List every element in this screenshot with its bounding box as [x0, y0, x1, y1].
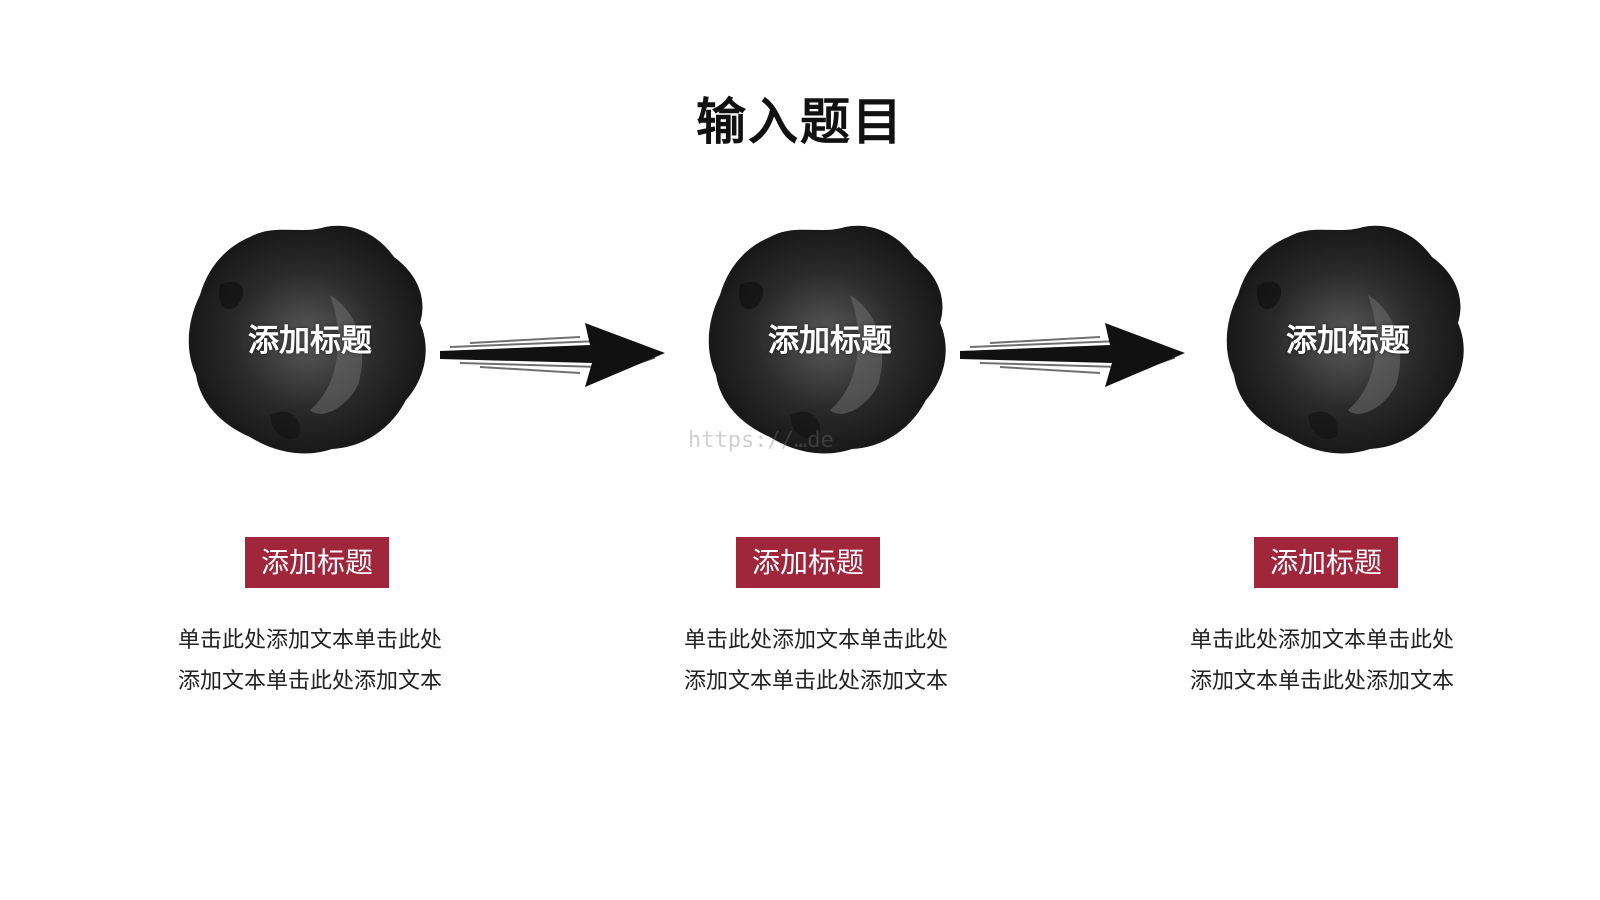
step-tag: 添加标题: [1254, 537, 1399, 588]
circle-title: 添加标题: [768, 323, 892, 359]
ink-blot-icon: [1218, 215, 1478, 465]
ink-blot-icon: [700, 215, 960, 465]
step-description: 单击此处添加文本单击此处 添加文本单击此处添加文本: [684, 620, 1004, 702]
desc-line: 单击此处添加文本单击此处: [684, 628, 949, 653]
circle-title: 添加标题: [248, 323, 372, 359]
desc-line: 添加文本单击此处添加文本: [684, 669, 949, 694]
step-2: 添加标题 添加标题 单击此处添加文本单击此处 添加文本单击此处添加文本: [684, 215, 1020, 695]
step-3: 添加标题 添加标题 单击此处添加文本单击此处 添加文本单击此处添加文本: [1190, 215, 1538, 695]
step-description: 单击此处添加文本单击此处 添加文本单击此处添加文本: [1190, 620, 1510, 702]
watermark: https://…de: [688, 428, 834, 453]
step-tag: 添加标题: [245, 537, 390, 588]
step-tag: 添加标题: [736, 537, 881, 588]
brush-arrow-icon: [440, 315, 670, 395]
page-title: 输入题目: [696, 93, 904, 151]
desc-line: 添加文本单击此处添加文本: [1190, 669, 1455, 694]
circle-title: 添加标题: [1286, 323, 1410, 359]
brush-arrow-icon: [960, 315, 1190, 395]
desc-line: 单击此处添加文本单击此处: [178, 628, 443, 653]
ink-blot-icon: [180, 215, 440, 465]
desc-line: 添加文本单击此处添加文本: [178, 669, 443, 694]
step-description: 单击此处添加文本单击此处 添加文本单击此处添加文本: [178, 620, 498, 702]
desc-line: 单击此处添加文本单击此处: [1190, 628, 1455, 653]
step-1: 添加标题 添加标题 单击此处添加文本单击此处 添加文本单击此处添加文本: [178, 215, 500, 695]
